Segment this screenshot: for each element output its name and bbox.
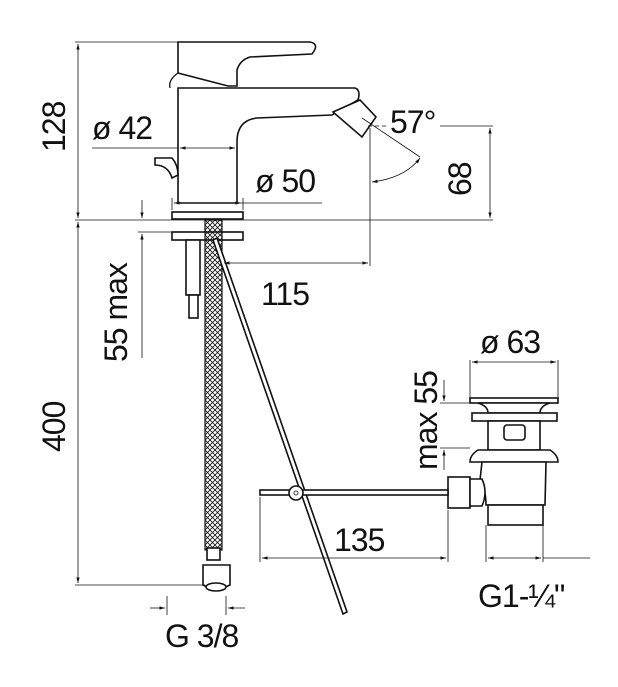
threaded-rod bbox=[185, 239, 201, 296]
lever-handle bbox=[169, 41, 317, 89]
dim-body-diameter: ø 42 bbox=[92, 110, 153, 146]
dim-lever-height: 128 bbox=[36, 101, 72, 152]
threaded-rod-end bbox=[188, 294, 199, 319]
hose-nut bbox=[202, 547, 231, 592]
pivot-ball bbox=[288, 485, 304, 501]
flexible-hose bbox=[204, 219, 223, 551]
dim-spout-reach: 115 bbox=[261, 276, 310, 312]
drain-assembly bbox=[259, 397, 559, 526]
dim-rod-length: 135 bbox=[334, 522, 385, 558]
spout-nozzle bbox=[331, 99, 378, 139]
dim-drain-diameter: ø 63 bbox=[480, 324, 541, 360]
knurled-nut bbox=[447, 476, 471, 509]
pop-up-knob bbox=[154, 157, 179, 180]
dim-hose-connection: G 3/8 bbox=[165, 618, 239, 654]
faucet-body bbox=[154, 87, 378, 204]
dim-drain-thread: G1-¼" bbox=[478, 578, 565, 614]
dim-max-deck-thickness: 55 max bbox=[98, 263, 134, 362]
horizontal-rod bbox=[259, 489, 449, 496]
dim-hose-length: 400 bbox=[36, 401, 72, 452]
dim-spout-height: 68 bbox=[442, 162, 478, 196]
dim-base-diameter: ø 50 bbox=[255, 163, 316, 199]
dimension-lines bbox=[75, 41, 590, 615]
dim-spout-angle: 57° bbox=[390, 104, 436, 140]
dim-drain-max-thickness: max 55 bbox=[408, 371, 444, 470]
base-flange bbox=[171, 211, 244, 220]
